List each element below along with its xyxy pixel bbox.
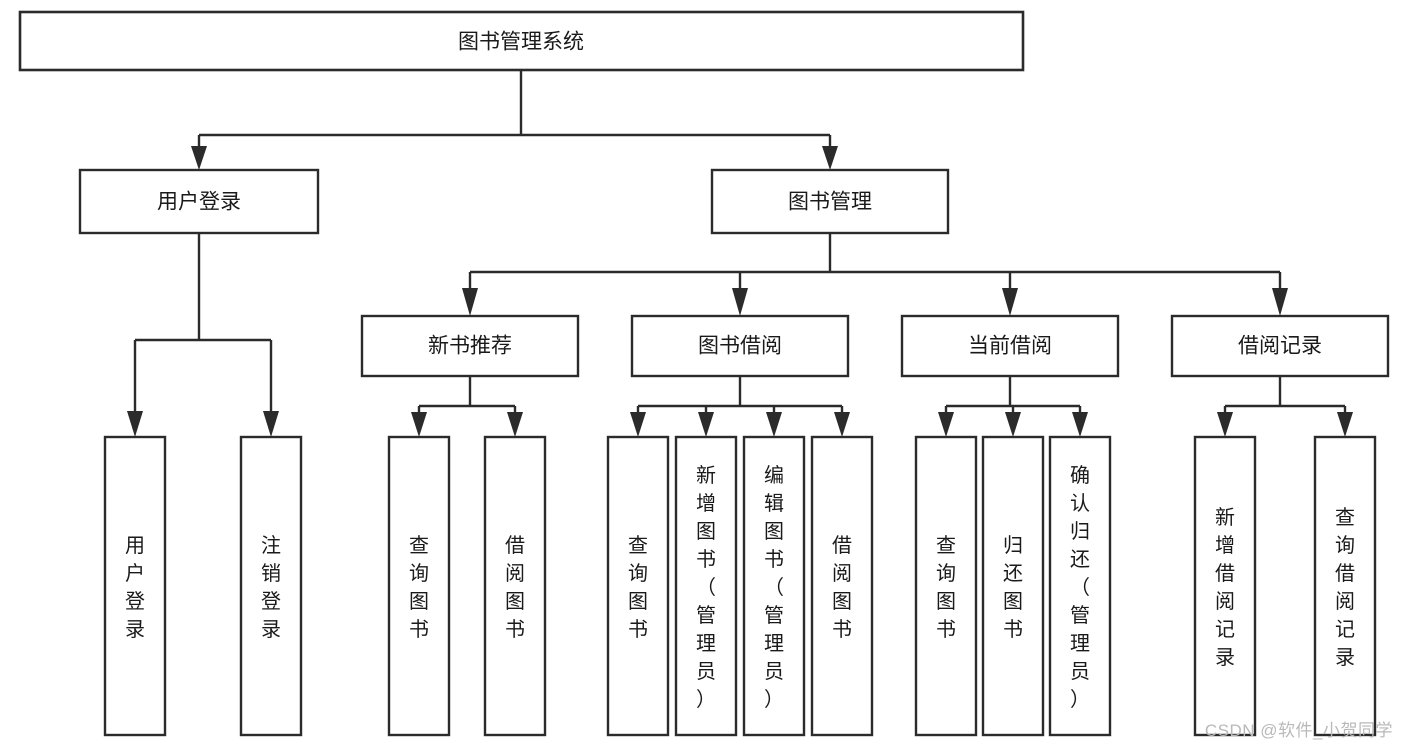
- arrow-to-leaf-confirm-return: [1072, 412, 1088, 437]
- arrow-to-leaf-query-book-1: [411, 412, 427, 437]
- arrow-to-leaf-borrow-book-2: [834, 412, 850, 437]
- node-root-label: 图书管理系统: [458, 31, 584, 54]
- node-leaf-query-book-1-label: 查询图书: [409, 534, 429, 641]
- node-leaf-user-login-label: 用户登录: [125, 535, 145, 641]
- arrow-to-leaf-user-login: [127, 411, 143, 437]
- node-leaf-query-record-box[interactable]: [1313, 435, 1377, 737]
- node-leaf-confirm-return-box[interactable]: [1048, 435, 1112, 737]
- node-book-borrow-box[interactable]: [630, 314, 850, 378]
- node-leaf-add-record[interactable]: 新增借阅记录: [1193, 435, 1257, 737]
- node-current-borrow-label: 当前借阅: [968, 335, 1052, 358]
- node-leaf-confirm-return-label: 确认归还（管理员）: [1070, 464, 1090, 711]
- node-borrow-record-box[interactable]: [1170, 314, 1390, 378]
- arrow-to-leaf-add-book: [698, 412, 714, 437]
- node-book-borrow-label: 图书借阅: [698, 335, 782, 358]
- node-new-book-rec-box[interactable]: [360, 314, 580, 378]
- node-leaf-query-record-label: 查询借阅记录: [1335, 506, 1355, 669]
- node-new-book-rec[interactable]: 新书推荐: [360, 314, 580, 378]
- node-leaf-edit-book[interactable]: 编辑图书（管理员）: [742, 435, 806, 737]
- node-leaf-add-book-label: 新增图书（管理员）: [696, 464, 716, 711]
- edges-layer: [127, 70, 1353, 437]
- node-leaf-query-book-2-box[interactable]: [606, 435, 670, 737]
- node-user-login[interactable]: 用户登录: [78, 168, 320, 235]
- node-leaf-user-login[interactable]: 用户登录: [103, 435, 167, 737]
- node-current-borrow[interactable]: 当前借阅: [900, 314, 1120, 378]
- node-leaf-borrow-book-1-label: 借阅图书: [505, 534, 525, 641]
- arrow-to-current-borrow: [1002, 288, 1018, 316]
- node-borrow-record-label: 借阅记录: [1238, 335, 1322, 358]
- node-leaf-query-book-1-box[interactable]: [387, 435, 451, 737]
- arrow-to-leaf-query-book-3: [938, 412, 954, 437]
- node-leaf-add-record-box[interactable]: [1193, 435, 1257, 737]
- node-borrow-record[interactable]: 借阅记录: [1170, 314, 1390, 378]
- node-leaf-query-book-3-label: 查询图书: [936, 534, 956, 641]
- node-leaf-borrow-book-2[interactable]: 借阅图书: [810, 435, 874, 737]
- node-leaf-edit-book-label: 编辑图书（管理员）: [764, 464, 784, 711]
- node-leaf-return-book-box[interactable]: [981, 435, 1045, 737]
- arrow-to-leaf-borrow-book-1: [507, 412, 523, 437]
- node-leaf-borrow-book-2-label: 借阅图书: [832, 534, 852, 641]
- arrow-to-book-manage: [822, 146, 838, 170]
- node-leaf-borrow-book-1[interactable]: 借阅图书: [483, 435, 547, 737]
- node-leaf-query-book-2-label: 查询图书: [628, 534, 648, 641]
- arrow-to-book-borrow: [732, 288, 748, 316]
- arrow-to-user-login: [191, 146, 207, 170]
- node-user-login-box[interactable]: [78, 168, 320, 235]
- node-book-borrow[interactable]: 图书借阅: [630, 314, 850, 378]
- node-leaf-return-book[interactable]: 归还图书: [981, 435, 1045, 737]
- arrow-to-leaf-add-record: [1217, 412, 1233, 437]
- node-leaf-query-record[interactable]: 查询借阅记录: [1313, 435, 1377, 737]
- node-leaf-borrow-book-2-box[interactable]: [810, 435, 874, 737]
- arrow-to-new-book-rec: [462, 288, 478, 316]
- node-root-box[interactable]: [18, 10, 1025, 72]
- node-leaf-user-logout-label: 注销登录: [261, 534, 281, 641]
- csdn-watermark: CSDN @软件_小贺同学: [1204, 721, 1393, 740]
- node-new-book-rec-label: 新书推荐: [428, 335, 512, 358]
- node-leaf-edit-book-box[interactable]: [742, 435, 806, 737]
- node-leaf-confirm-return[interactable]: 确认归还（管理员）: [1048, 435, 1112, 737]
- node-leaf-add-book-box[interactable]: [674, 435, 738, 737]
- node-leaf-borrow-book-1-box[interactable]: [483, 435, 547, 737]
- node-root[interactable]: 图书管理系统: [18, 10, 1025, 72]
- node-user-login-label: 用户登录: [157, 191, 241, 214]
- node-leaf-query-book-1[interactable]: 查询图书: [387, 435, 451, 737]
- arrow-to-leaf-user-logout: [263, 411, 279, 437]
- arrow-to-leaf-edit-book: [766, 412, 782, 437]
- node-current-borrow-box[interactable]: [900, 314, 1120, 378]
- node-book-manage[interactable]: 图书管理: [710, 168, 950, 235]
- nodes-layer: 图书管理系统 用户登录 图书管理 新书推荐 图书借阅: [18, 10, 1390, 737]
- arrow-to-borrow-record: [1272, 288, 1288, 316]
- arrow-to-leaf-query-record: [1337, 412, 1353, 437]
- arrow-to-leaf-return-book: [1005, 412, 1021, 437]
- node-leaf-query-book-2[interactable]: 查询图书: [606, 435, 670, 737]
- arrow-to-leaf-query-book-2: [630, 412, 646, 437]
- node-leaf-user-login-box[interactable]: [103, 435, 167, 737]
- node-leaf-query-book-3-box[interactable]: [914, 435, 978, 737]
- node-leaf-return-book-label: 归还图书: [1003, 534, 1023, 641]
- node-leaf-query-book-3[interactable]: 查询图书: [914, 435, 978, 737]
- node-book-manage-box[interactable]: [710, 168, 950, 235]
- node-leaf-user-logout-box[interactable]: [239, 435, 303, 737]
- node-leaf-add-record-label: 新增借阅记录: [1215, 506, 1235, 669]
- node-leaf-add-book[interactable]: 新增图书（管理员）: [674, 435, 738, 737]
- node-leaf-user-logout[interactable]: 注销登录: [239, 435, 303, 737]
- node-book-manage-label: 图书管理: [788, 191, 872, 214]
